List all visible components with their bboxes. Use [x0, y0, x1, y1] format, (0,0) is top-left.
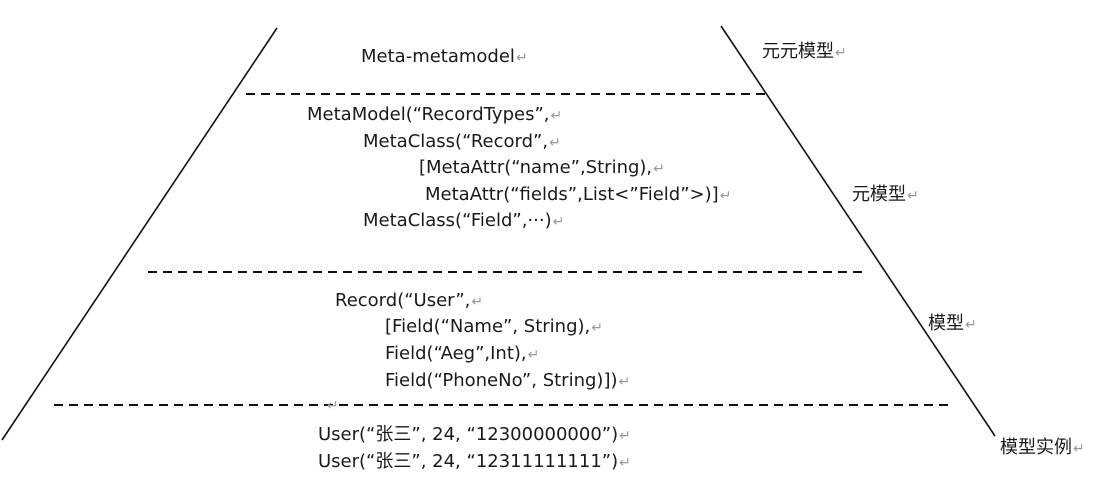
model-line-2: [Field(“Name”, String),↵ [385, 316, 603, 337]
metamodel-line-3: [MetaAttr(“name”,String),↵ [419, 157, 665, 178]
model-empty-line: ↵ [327, 398, 339, 414]
label-meta-metamodel: 元元模型↵ [762, 41, 847, 62]
metamodel-line-1: MetaModel(“RecordTypes”,↵ [307, 104, 563, 125]
metamodel-line-4: MetaAttr(“fields”,List<”Field”>)]↵ [425, 184, 732, 205]
model-line-4: Field(“PhoneNo”, String)])↵ [385, 370, 631, 391]
label-model: 模型↵ [928, 313, 977, 334]
instance-line-1: User(“张三”, 24, “12300000000”)↵ [318, 424, 631, 445]
meta-metamodel-text: Meta-metamodel↵ [361, 46, 528, 67]
right-boundary-line [720, 25, 996, 437]
label-model-instance: 模型实例↵ [1000, 437, 1085, 458]
model-line-3: Field(“Aeg”,Int),↵ [385, 343, 540, 364]
left-boundary-line [1, 27, 278, 441]
metamodel-line-2: MetaClass(“Record”,↵ [363, 131, 561, 152]
instance-line-2: User(“张三”, 24, “12311111111”)↵ [318, 451, 631, 472]
metamodel-line-5: MetaClass(“Field”,···)↵ [363, 210, 565, 231]
model-line-1: Record(“User”,↵ [335, 290, 484, 311]
label-metamodel: 元模型↵ [852, 184, 919, 205]
